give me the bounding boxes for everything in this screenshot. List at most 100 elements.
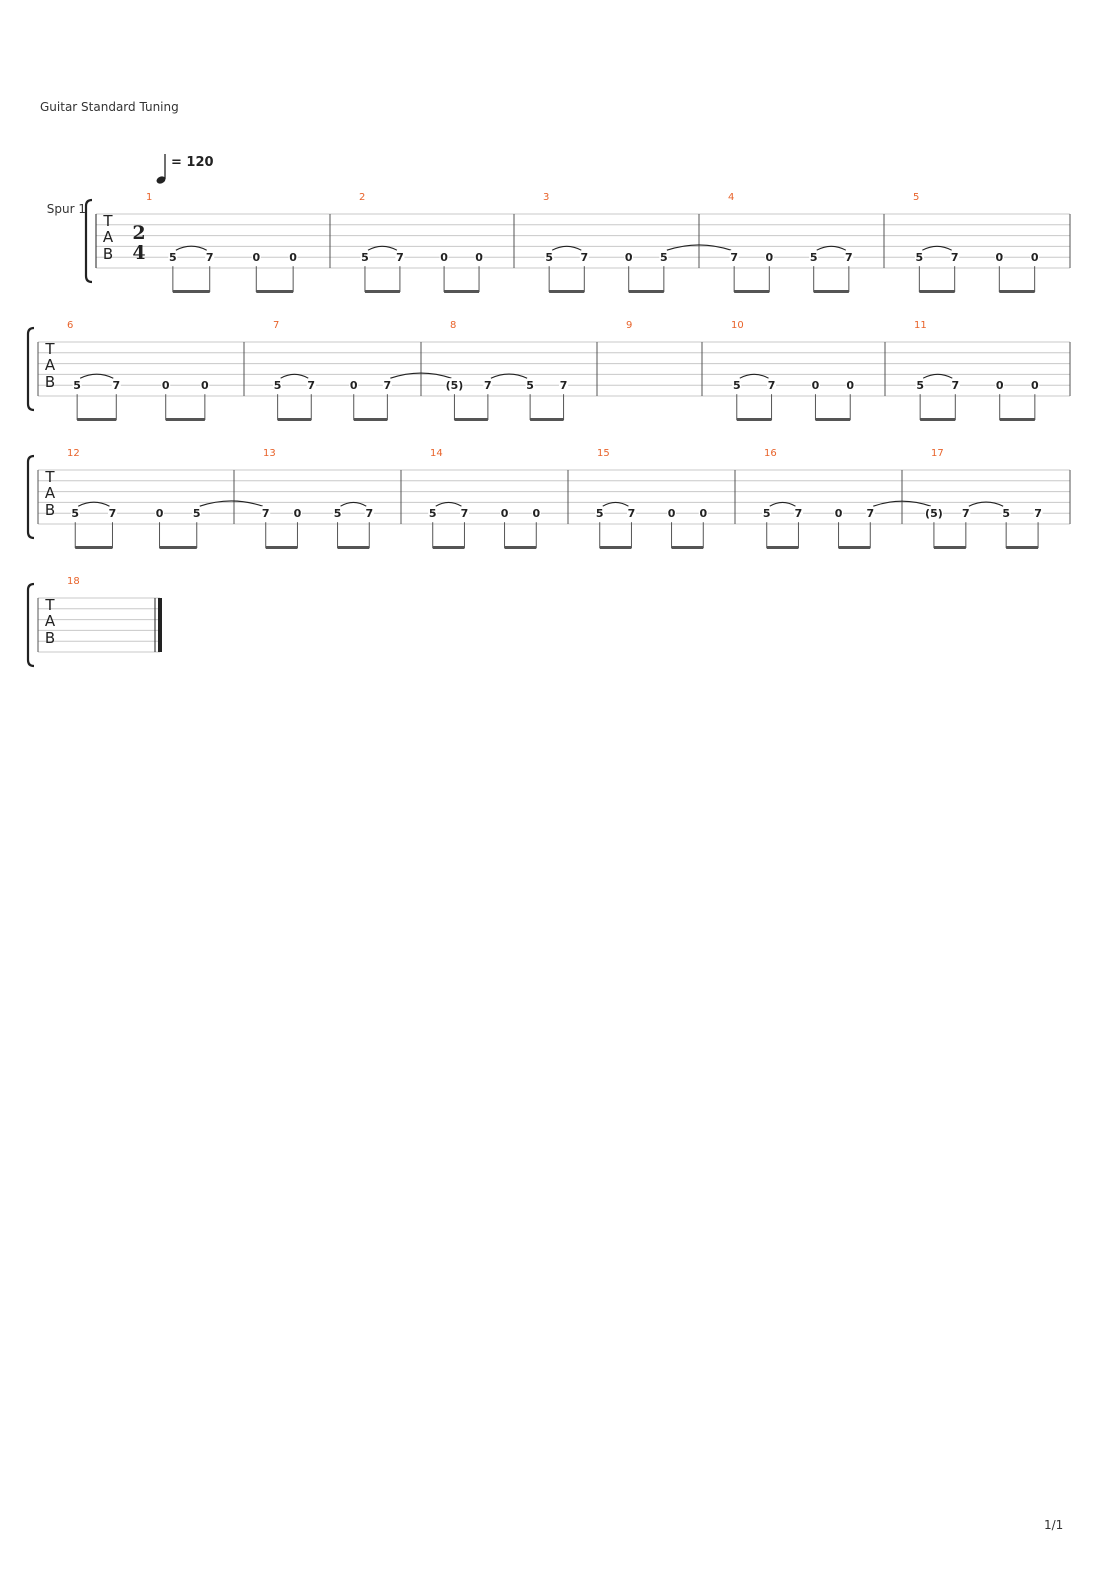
beam — [838, 546, 871, 549]
fret-number: 5 — [361, 251, 369, 264]
fret-number: 7 — [484, 379, 492, 392]
fret-number: 5 — [545, 251, 553, 264]
fret-number: 0 — [996, 379, 1004, 392]
measure-number: 18 — [67, 576, 80, 587]
beam — [432, 546, 465, 549]
fret-bg — [834, 506, 844, 520]
fret-bg — [579, 250, 589, 264]
fret-number: 5 — [596, 507, 604, 520]
beam — [999, 290, 1035, 293]
measure-number: 4 — [728, 192, 734, 203]
fret-bg — [1033, 506, 1043, 520]
measure-number: 17 — [931, 448, 944, 459]
tab-letter-t: T — [44, 340, 55, 358]
slur — [922, 373, 953, 379]
fret-number: 0 — [995, 251, 1003, 264]
beam — [813, 290, 849, 293]
fret-bg — [205, 250, 215, 264]
beam — [599, 546, 632, 549]
fret-bg — [762, 506, 772, 520]
measure-number: 16 — [764, 448, 777, 459]
measure-number: 12 — [67, 448, 80, 459]
fret-number: 5 — [71, 507, 79, 520]
tab-letter-t: T — [44, 468, 55, 486]
slur — [968, 501, 1004, 507]
fret-number: 5 — [169, 251, 177, 264]
fret-bg — [1001, 506, 1011, 520]
fret-number: 7 — [1034, 507, 1042, 520]
fret-bg — [994, 250, 1004, 264]
track-name-label: Spur 1 — [47, 202, 86, 216]
fret-bg — [845, 378, 855, 392]
tab-letter-a: A — [45, 356, 56, 374]
tab-letter-b: B — [45, 501, 55, 519]
fret-number: 7 — [730, 251, 738, 264]
fret-number: 5 — [274, 379, 282, 392]
fret-number: 7 — [307, 379, 315, 392]
fret-bg — [525, 378, 535, 392]
measure-number: 11 — [914, 320, 927, 331]
beam — [265, 546, 298, 549]
fret-bg — [395, 250, 405, 264]
slur — [435, 501, 462, 507]
fret-bg — [844, 250, 854, 264]
fret-bg — [950, 250, 960, 264]
system-bracket — [26, 454, 35, 540]
fret-bg — [732, 378, 742, 392]
fret-number: 7 — [951, 379, 959, 392]
beam — [504, 546, 537, 549]
fret-number: 7 — [262, 507, 270, 520]
fret-bg — [729, 250, 739, 264]
quarter-note-icon — [156, 154, 166, 184]
measure-number: 7 — [273, 320, 279, 331]
tuning-label: Guitar Standard Tuning — [40, 100, 179, 114]
fret-bg — [961, 506, 971, 520]
slur — [739, 373, 769, 379]
beam — [736, 418, 772, 421]
fret-bg — [333, 506, 343, 520]
beam — [444, 290, 480, 293]
fret-number: 0 — [475, 251, 483, 264]
beam — [256, 290, 294, 293]
tempo-value: = 120 — [171, 155, 214, 170]
slur — [769, 501, 796, 507]
tab-letter-b: B — [45, 373, 55, 391]
fret-bg — [865, 506, 875, 520]
fret-bg — [439, 250, 449, 264]
slur — [175, 245, 207, 251]
fret-bg — [192, 506, 202, 520]
fret-number: 0 — [532, 507, 540, 520]
beam — [530, 418, 564, 421]
page-number: 1/1 — [1044, 1518, 1064, 1532]
fret-bg — [809, 250, 819, 264]
system-bracket — [84, 198, 93, 284]
fret-number: 5 — [73, 379, 81, 392]
fret-bg — [500, 506, 510, 520]
beam — [1006, 546, 1039, 549]
fret-bg — [915, 378, 925, 392]
fret-number: 7 — [396, 251, 404, 264]
fret-number: 7 — [962, 507, 970, 520]
time-signature-top: 2 — [132, 222, 145, 244]
fret-bg — [595, 506, 605, 520]
fret-number: 7 — [461, 507, 469, 520]
fret-bg — [659, 250, 669, 264]
measure-number: 8 — [450, 320, 456, 331]
fret-number: 7 — [384, 379, 392, 392]
fret-number: 7 — [112, 379, 120, 392]
fret-number: 5 — [526, 379, 534, 392]
final-bar-thick — [158, 598, 162, 652]
measure-number: 10 — [731, 320, 744, 331]
fret-bg — [251, 250, 261, 264]
fret-bg — [349, 378, 359, 392]
slur — [199, 500, 263, 507]
fret-bg — [200, 378, 210, 392]
fret-number: 0 — [668, 507, 676, 520]
beam — [628, 290, 664, 293]
